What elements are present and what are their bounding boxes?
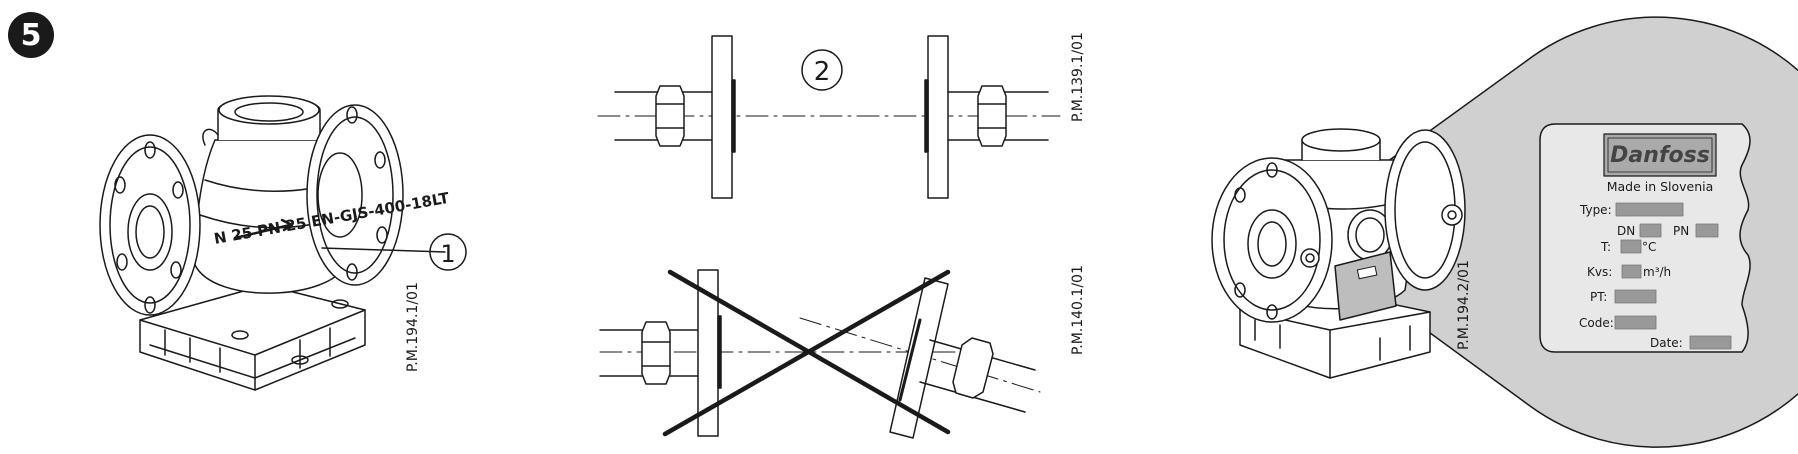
pt-value-field xyxy=(1614,289,1657,304)
valve-right xyxy=(1211,128,1466,379)
danfoss-logo xyxy=(1603,133,1717,177)
dn-value-field xyxy=(1639,223,1662,238)
date-value-field xyxy=(1689,335,1732,350)
callout-1-circle xyxy=(429,233,467,271)
drawing-ref-flanges-wrong: P.M.140.1/01 xyxy=(1070,265,1086,355)
callout-1-label: 1 xyxy=(440,240,455,268)
type-value-field xyxy=(1615,202,1684,217)
nameplate-kvs-label: Kvs: xyxy=(1587,265,1612,279)
nameplate-panel xyxy=(1539,123,1751,353)
drawing-ref-valve-left: P.M.194.1/01 xyxy=(405,282,421,372)
nameplate-pn-label: PN xyxy=(1673,224,1689,238)
nameplate-pt-label: PT: xyxy=(1590,290,1607,304)
flanges-aligned xyxy=(597,35,1061,199)
nameplate-t-label: T: xyxy=(1600,240,1611,254)
callout-2-label: 2 xyxy=(814,57,831,87)
step-number-badge: 5 xyxy=(8,12,54,58)
code-value-field xyxy=(1614,315,1657,330)
nameplate-type-label: Type: xyxy=(1579,203,1612,217)
valve-left xyxy=(99,95,446,391)
flanges-misaligned xyxy=(599,269,1041,439)
nameplate-logo-text: Danfoss xyxy=(1610,143,1710,168)
pn-value-field xyxy=(1695,223,1719,238)
nameplate-date-label: Date: xyxy=(1650,336,1683,350)
kvs-value-field xyxy=(1621,264,1642,279)
nameplate-kvs-unit: m³/h xyxy=(1643,265,1671,279)
t-value-field xyxy=(1620,239,1642,254)
nameplate-made-in: Made in Slovenia xyxy=(1607,179,1714,194)
nameplate-dn-label: DN xyxy=(1617,224,1635,238)
drawing-ref-flanges-ok: P.M.139.1/01 xyxy=(1070,32,1086,122)
nameplate-t-unit: °C xyxy=(1642,240,1656,254)
drawing-ref-valve-label: P.M.194.2/01 xyxy=(1456,260,1472,350)
nameplate-code-label: Code: xyxy=(1579,316,1614,330)
callout-2-circle xyxy=(801,49,843,91)
